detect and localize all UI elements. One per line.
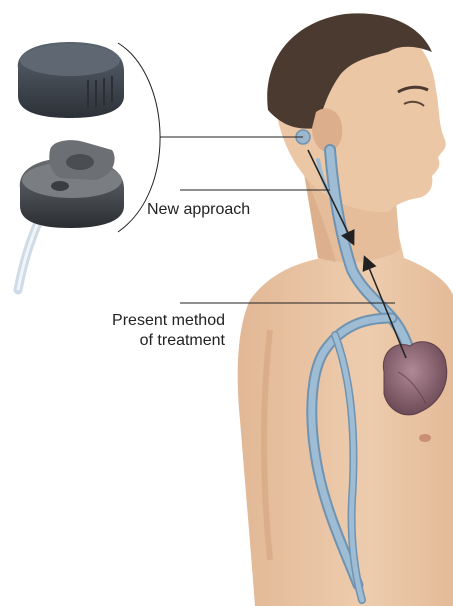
label-present-method: Present method of treatment [112,311,225,351]
human-figure [238,13,453,606]
label-present-method-line2: of treatment [112,331,225,351]
nipple [419,434,431,442]
port-cap-icon [18,42,124,118]
port-base-icon [18,140,124,290]
label-present-method-line1: Present method [112,311,225,331]
label-new-approach: New approach [147,200,250,220]
